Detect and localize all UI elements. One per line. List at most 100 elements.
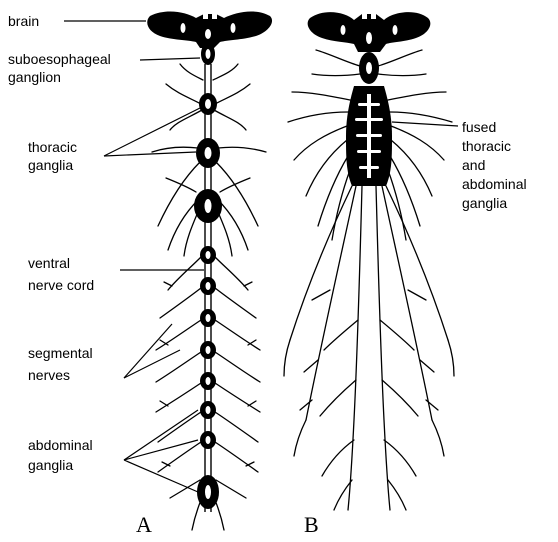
label-abdominal-line1: abdominal xyxy=(28,437,93,453)
panel-b-brain-notch-left xyxy=(362,14,367,19)
panel-b-brain-notch-right xyxy=(371,14,376,19)
segment-mark xyxy=(355,118,383,121)
nerve xyxy=(160,401,168,406)
nerve xyxy=(215,257,248,290)
ganglion-highlight xyxy=(206,406,211,414)
panel-a-brain xyxy=(147,12,272,48)
nerve xyxy=(248,401,256,406)
panel-b-posterior-trunks xyxy=(284,186,454,510)
panel-a-brain-spot-left xyxy=(181,23,186,33)
nerve-trunk xyxy=(382,186,432,420)
nerve xyxy=(288,112,348,122)
nerve xyxy=(214,110,246,130)
nerve xyxy=(160,288,201,318)
ganglion-highlight xyxy=(206,436,211,444)
nerve xyxy=(218,212,232,256)
panel-a-thoracic-ganglion-3-highlight xyxy=(205,199,212,213)
leader-abdominal-3 xyxy=(124,460,198,492)
nerve xyxy=(312,290,330,300)
panel-a-nervous-system xyxy=(147,12,272,530)
nerve xyxy=(312,74,360,76)
nerve xyxy=(168,200,198,250)
panel-label-a: A xyxy=(136,512,152,537)
nerve xyxy=(216,162,258,226)
panel-a-thoracic-ganglion-2-highlight xyxy=(205,147,212,159)
label-segmental-line2: nerves xyxy=(28,367,70,383)
nerve xyxy=(292,92,350,100)
panel-a-abdominal-ganglia xyxy=(197,246,219,509)
nerve xyxy=(426,400,438,410)
ganglion-highlight xyxy=(205,485,211,499)
nerve xyxy=(382,380,418,416)
nerve xyxy=(294,420,306,456)
ganglion-highlight xyxy=(206,282,211,290)
label-fused-line2: thoracic xyxy=(462,138,511,154)
nerve xyxy=(218,200,248,250)
nerve xyxy=(448,340,454,376)
nerve xyxy=(192,500,201,530)
leader-abdominal-1 xyxy=(124,410,198,460)
nerve xyxy=(378,50,422,66)
nerve xyxy=(215,442,258,472)
nerve xyxy=(215,352,260,382)
leader-segmental-1 xyxy=(124,324,172,378)
nerve xyxy=(156,383,201,412)
label-ventral-line2: nerve cord xyxy=(28,277,94,293)
nerve-trunk xyxy=(306,186,356,420)
nerve xyxy=(215,412,258,442)
nerve xyxy=(320,380,356,416)
nerve xyxy=(218,147,266,152)
panel-b-brain-spot-right xyxy=(393,25,398,35)
leader-abdominal-2 xyxy=(124,440,198,460)
nerve-trunk xyxy=(290,186,352,340)
leader-lines xyxy=(64,21,458,492)
segment-mark xyxy=(359,166,379,169)
nerve xyxy=(380,320,414,350)
ganglion-highlight xyxy=(206,377,211,385)
nerve xyxy=(215,288,256,318)
panel-label-b: B xyxy=(304,512,319,537)
panel-a-thoracic-ganglion-1-highlight xyxy=(205,99,211,109)
nerve xyxy=(432,420,444,456)
ganglion-highlight xyxy=(206,314,211,322)
nerve xyxy=(244,282,252,286)
nerve xyxy=(391,126,444,160)
nerve xyxy=(180,64,203,80)
nerve xyxy=(300,400,312,410)
leader-fused xyxy=(392,122,458,126)
nerve xyxy=(215,84,250,104)
label-fused-line4: abdominal xyxy=(462,176,527,192)
nerve xyxy=(170,480,200,498)
leader-thoracic-2 xyxy=(104,152,196,156)
nerve xyxy=(166,84,201,104)
leader-subesophageal xyxy=(140,58,200,60)
label-subesophageal-line2: ganglion xyxy=(8,69,61,85)
nerve xyxy=(284,340,290,376)
label-fused-line1: fused xyxy=(462,119,496,135)
nerve-trunk xyxy=(348,186,362,510)
ganglion-highlight xyxy=(206,251,211,259)
panel-b-subesophageal-highlight xyxy=(366,62,372,74)
nerve xyxy=(156,352,201,382)
nerve-trunk xyxy=(386,186,448,340)
panel-b-brain-spot-center xyxy=(366,32,372,44)
label-subesophageal-line1: suboesophageal xyxy=(8,51,111,67)
panel-b-brain-spot-left xyxy=(341,25,346,35)
panel-a-brain-notch-left xyxy=(203,14,208,19)
nerve xyxy=(168,257,201,290)
nerve xyxy=(215,320,260,350)
nerve xyxy=(324,320,358,350)
panel-a-brain-notch-right xyxy=(212,14,217,19)
nerve xyxy=(166,178,196,192)
leader-segmental-2 xyxy=(124,350,180,378)
segment-mark xyxy=(358,103,380,106)
label-segmental-line1: segmental xyxy=(28,345,93,361)
nerve xyxy=(164,282,172,286)
nerve xyxy=(220,178,250,192)
nerve xyxy=(378,74,426,76)
panel-a-brain-spot-center xyxy=(205,29,211,39)
nerve xyxy=(294,126,347,160)
segment-mark xyxy=(356,134,382,137)
